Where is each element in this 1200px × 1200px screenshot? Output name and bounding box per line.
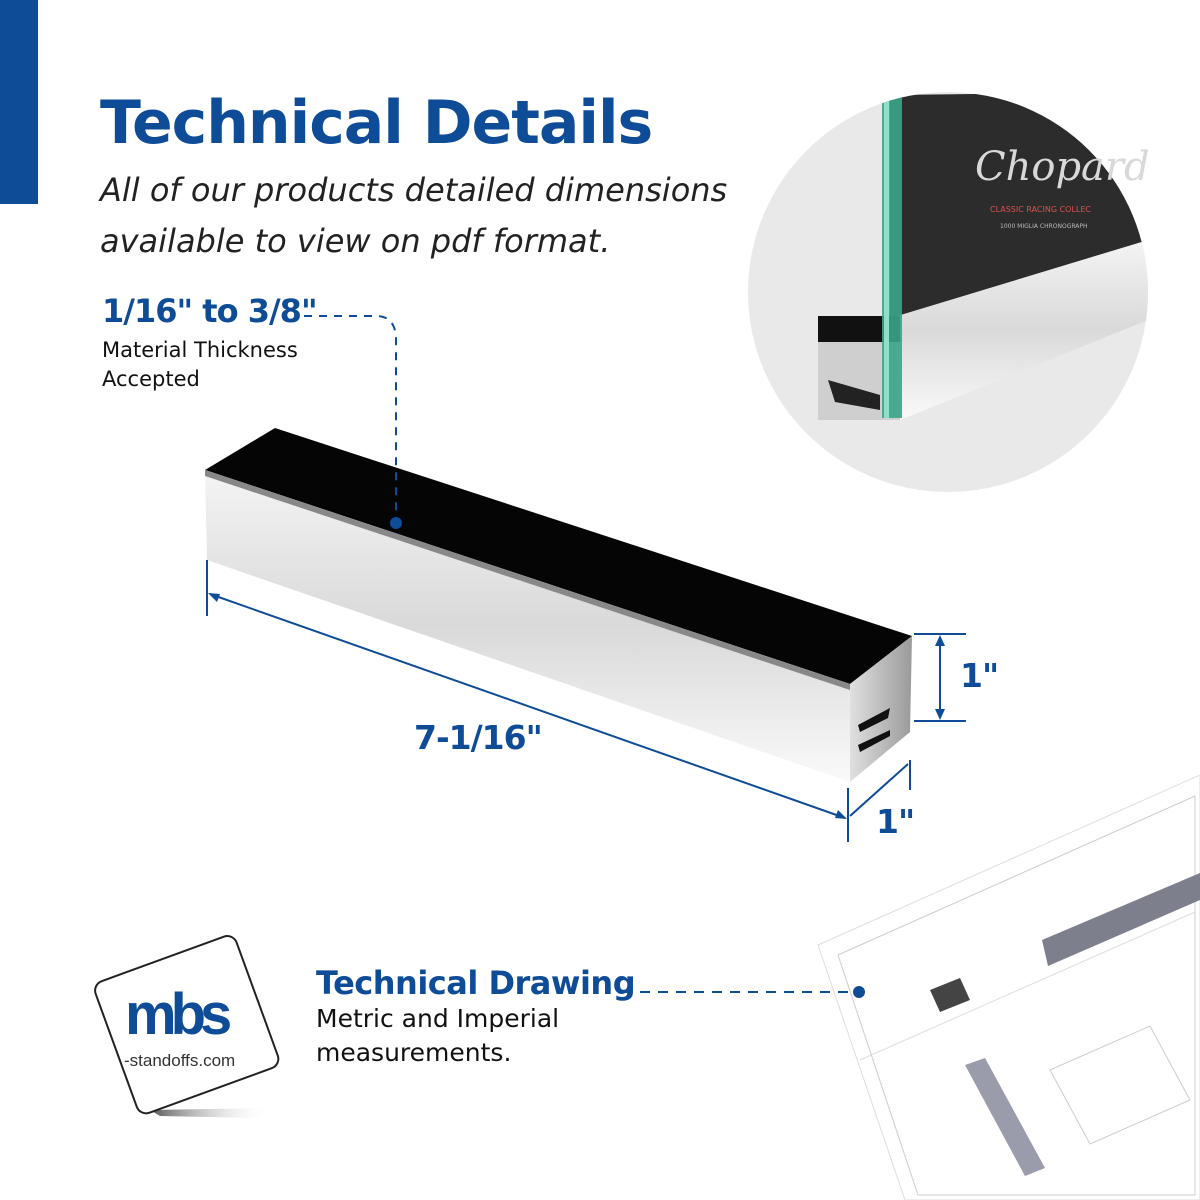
drawing-dot [853,986,865,998]
display-sign [890,92,1148,360]
photo-brand: Chopard [975,144,1150,190]
technical-drawing-label: Metric and Imperial measurements. [316,1002,636,1070]
length-dimension [206,560,849,842]
drawing-label-line-2: measurements. [316,1038,512,1067]
height-label: 1" [960,656,999,695]
thickness-dot [390,517,402,529]
subtitle-line-2: available to view on pdf format. [100,222,611,260]
drawing-label-line-1: Metric and Imperial [316,1004,560,1033]
photo-line-1: CLASSIC RACING COLLEC [990,205,1091,214]
accent-bar [0,0,38,204]
thickness-label: Material Thickness Accepted [102,336,362,394]
depth-label: 1" [876,802,915,841]
logo-domain: -standoffs.com [124,1051,235,1070]
technical-drawing-sheet [817,774,1200,1200]
subtitle-line-1: All of our products detailed dimensions [100,171,728,209]
product-bar [205,428,912,782]
mbs-logo: mbs -standoffs.com [94,935,280,1118]
depth-dimension [849,760,911,817]
thickness-value: 1/16" to 3/8" [102,292,318,330]
length-label: 7-1/16" [414,718,543,757]
photo-line-2: 1000 MIGLIA CHRONOGRAPH [1000,223,1088,230]
height-dimension [914,633,966,722]
thickness-label-line-1: Material Thickness [102,338,298,362]
page-title: Technical Details [100,88,653,158]
thickness-leader [304,315,397,522]
technical-drawing-title: Technical Drawing [316,964,636,1002]
thickness-label-line-2: Accepted [102,367,200,391]
page-subtitle: All of our products detailed dimensions … [100,165,780,267]
product-photo [748,92,1148,492]
logo-mark: mbs [125,982,230,1047]
